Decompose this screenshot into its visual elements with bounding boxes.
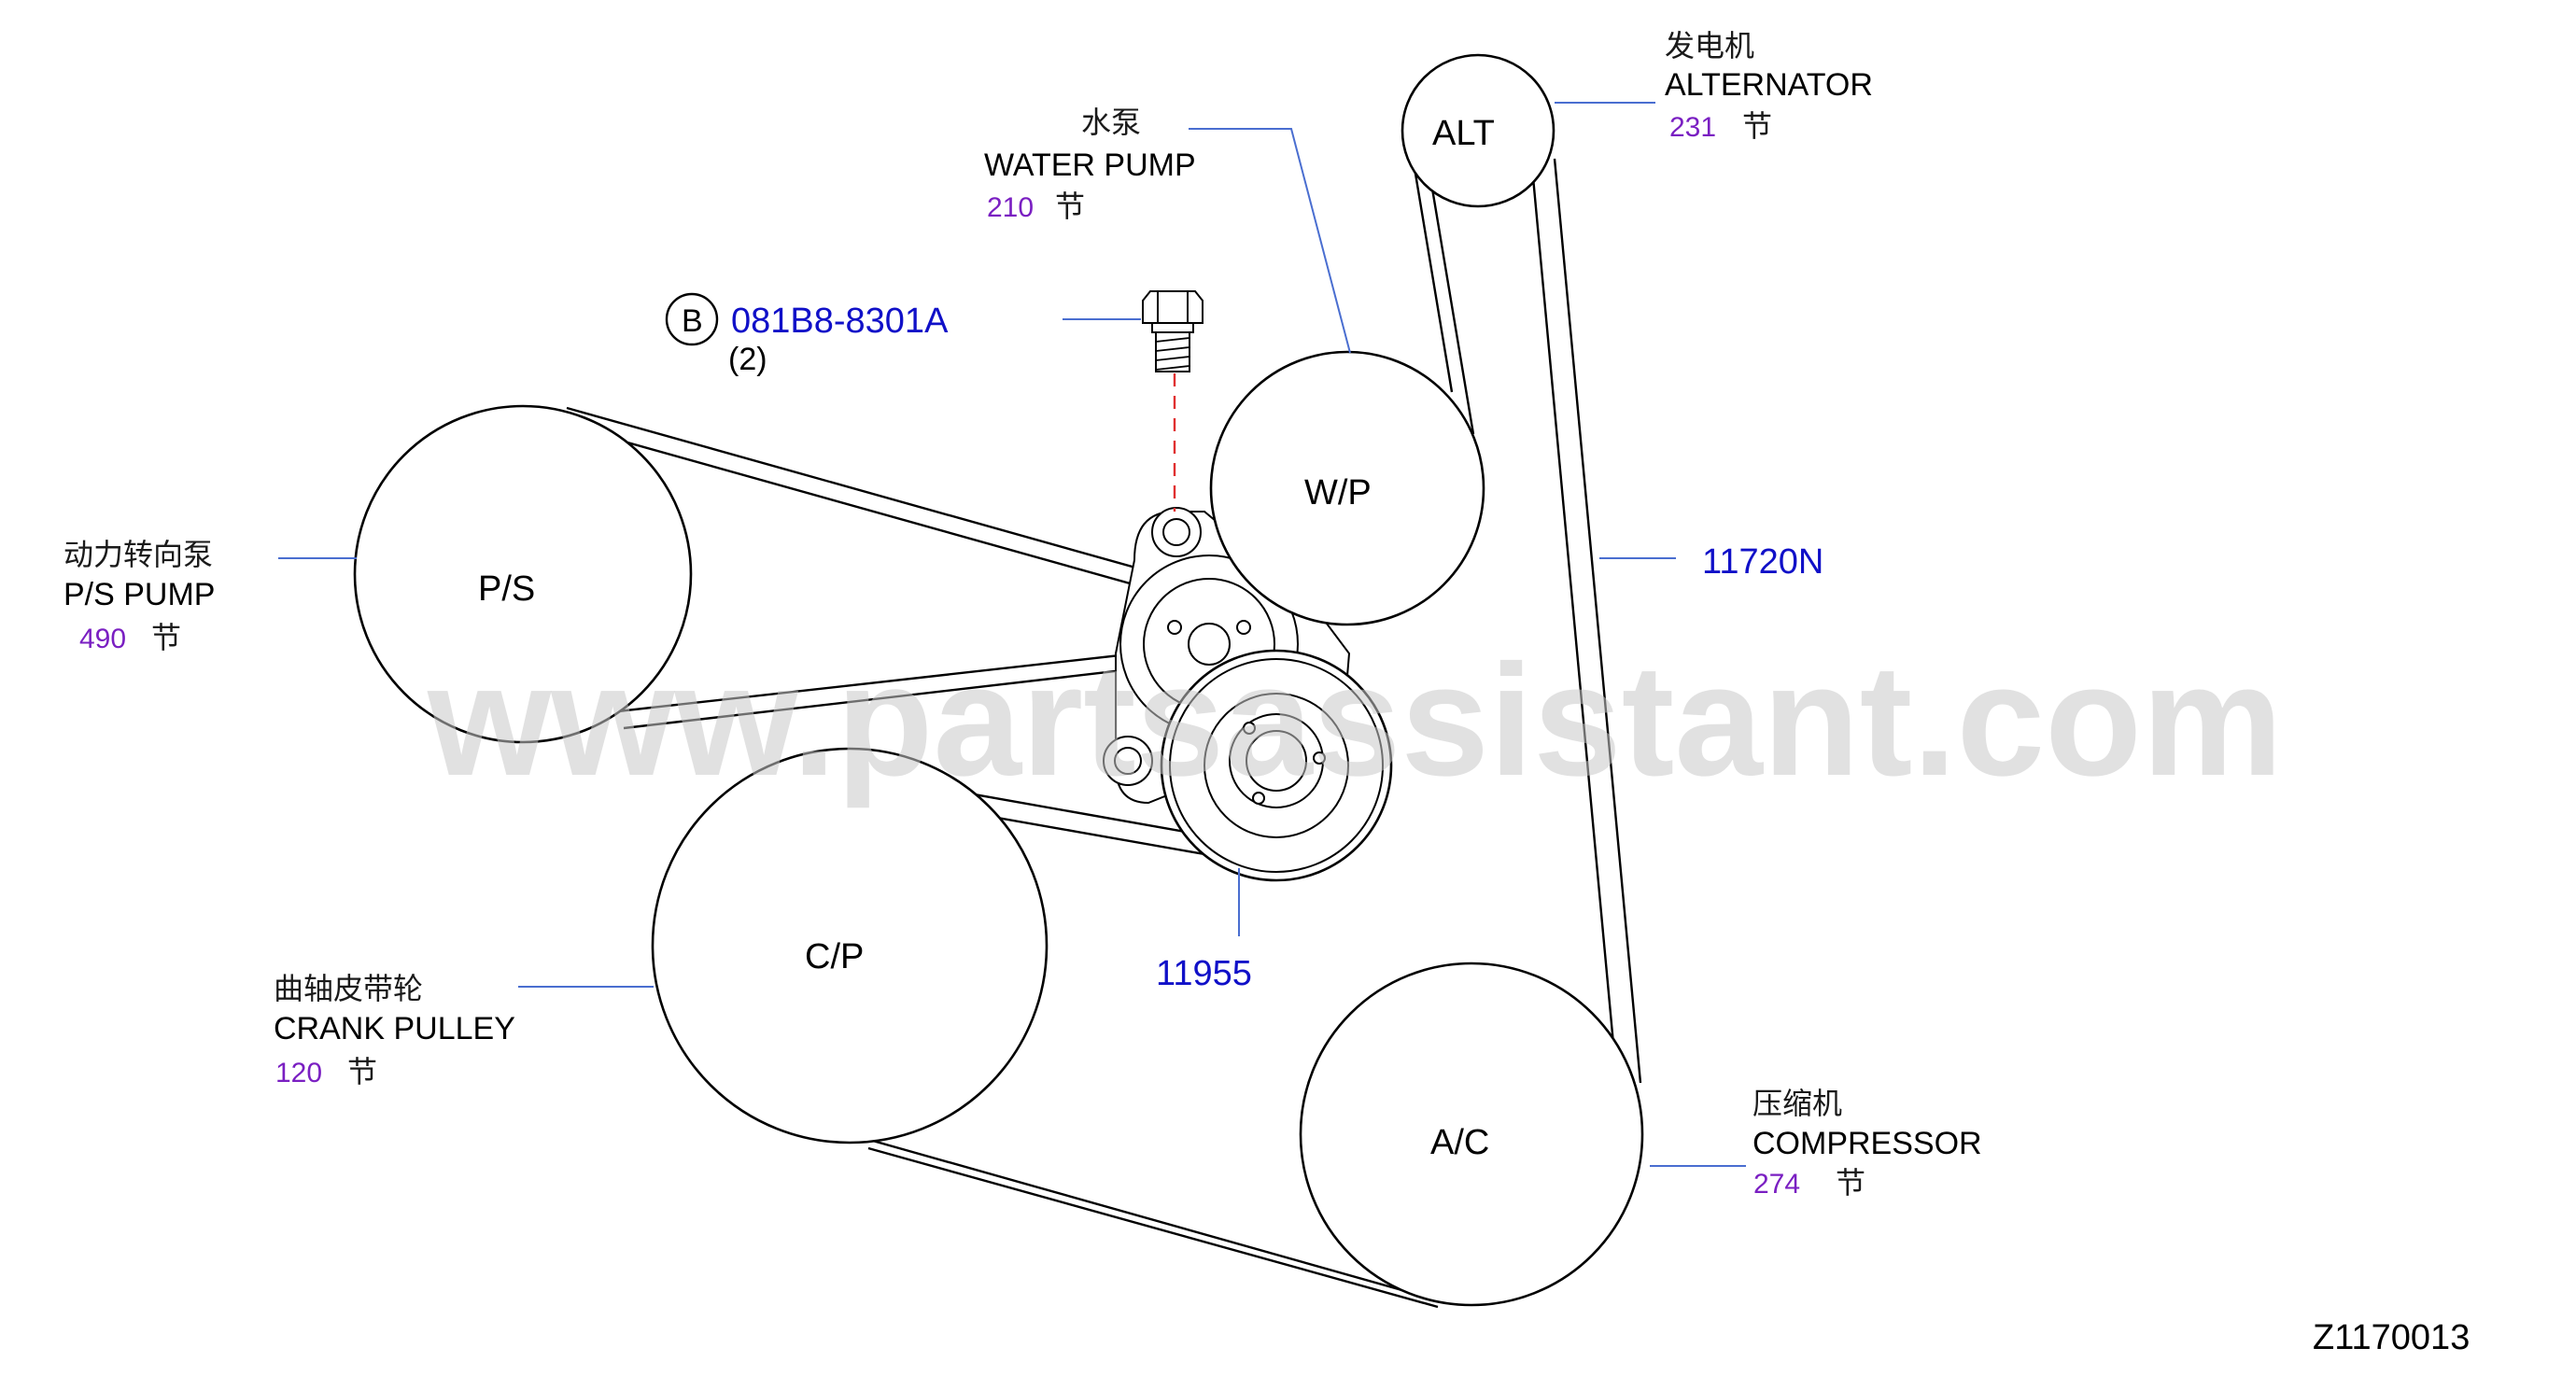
ps-pump-en: P/S PUMP <box>63 577 215 612</box>
callout-alternator: 发电机 ALTERNATOR 231 节 <box>1665 29 1873 143</box>
pulley-alternator-label: ALT <box>1432 114 1495 153</box>
bolt-badge <box>665 292 719 346</box>
compressor-section: 274 <box>1753 1169 1800 1200</box>
pulley-water-pump: W/P <box>1209 350 1485 626</box>
pulley-ac-compressor: A/C <box>1299 962 1644 1307</box>
compressor-suffix: 节 <box>1836 1166 1865 1200</box>
callout-ps-pump: 动力转向泵 P/S PUMP 490 节 <box>63 538 215 654</box>
ps-pump-section: 490 <box>79 624 126 654</box>
bolt-icon <box>1142 290 1204 512</box>
bolt-badge-letter: B <box>682 303 703 339</box>
ps-pump-suffix: 节 <box>151 621 181 654</box>
pulley-alternator: ALT <box>1401 53 1555 208</box>
alternator-suffix: 节 <box>1742 109 1772 143</box>
crank-pulley-en: CRANK PULLEY <box>274 1011 515 1046</box>
crank-pulley-suffix: 节 <box>347 1055 377 1088</box>
callout-crank-pulley: 曲轴皮带轮 CRANK PULLEY 120 节 <box>274 972 515 1088</box>
bolt-part-number[interactable]: 081B8-8301A <box>731 302 949 341</box>
crank-pulley-zh: 曲轴皮带轮 <box>274 972 423 1005</box>
alternator-zh: 发电机 <box>1665 29 1754 63</box>
water-pump-zh: 水泵 <box>1081 105 1141 139</box>
callout-compressor: 压缩机 COMPRESSOR 274 节 <box>1753 1087 1982 1200</box>
watermark: www.partsassistant.com <box>427 632 2283 809</box>
ps-pump-zh: 动力转向泵 <box>63 538 213 571</box>
pulley-power-steering-label: P/S <box>478 569 535 609</box>
alternator-section: 231 <box>1669 112 1716 143</box>
alternator-en: ALTERNATOR <box>1665 67 1873 103</box>
pulley-power-steering: P/S <box>353 404 693 744</box>
belt-part-number[interactable]: 11720N <box>1702 542 1823 582</box>
crank-pulley-section: 120 <box>275 1058 322 1088</box>
callout-lines <box>278 102 1746 1167</box>
drawing-id: Z1170013 <box>2313 1318 2470 1357</box>
water-pump-section: 210 <box>987 192 1034 223</box>
compressor-en: COMPRESSOR <box>1753 1126 1982 1161</box>
compressor-zh: 压缩机 <box>1753 1087 1842 1120</box>
pulley-crank-label: C/P <box>805 937 864 976</box>
bolt-quantity: (2) <box>728 342 767 377</box>
water-pump-en: WATER PUMP <box>984 147 1196 183</box>
pulley-water-pump-label: W/P <box>1304 473 1372 512</box>
water-pump-suffix: 节 <box>1055 190 1085 223</box>
pulley-ac-compressor-label: A/C <box>1430 1123 1489 1162</box>
tensioner-part-number[interactable]: 11955 <box>1156 954 1252 993</box>
callout-bolt: B 081B8-8301A (2) <box>665 292 949 377</box>
pulley-crank: C/P <box>651 747 1049 1144</box>
callout-water-pump: 水泵 WATER PUMP 210 节 <box>984 105 1196 223</box>
